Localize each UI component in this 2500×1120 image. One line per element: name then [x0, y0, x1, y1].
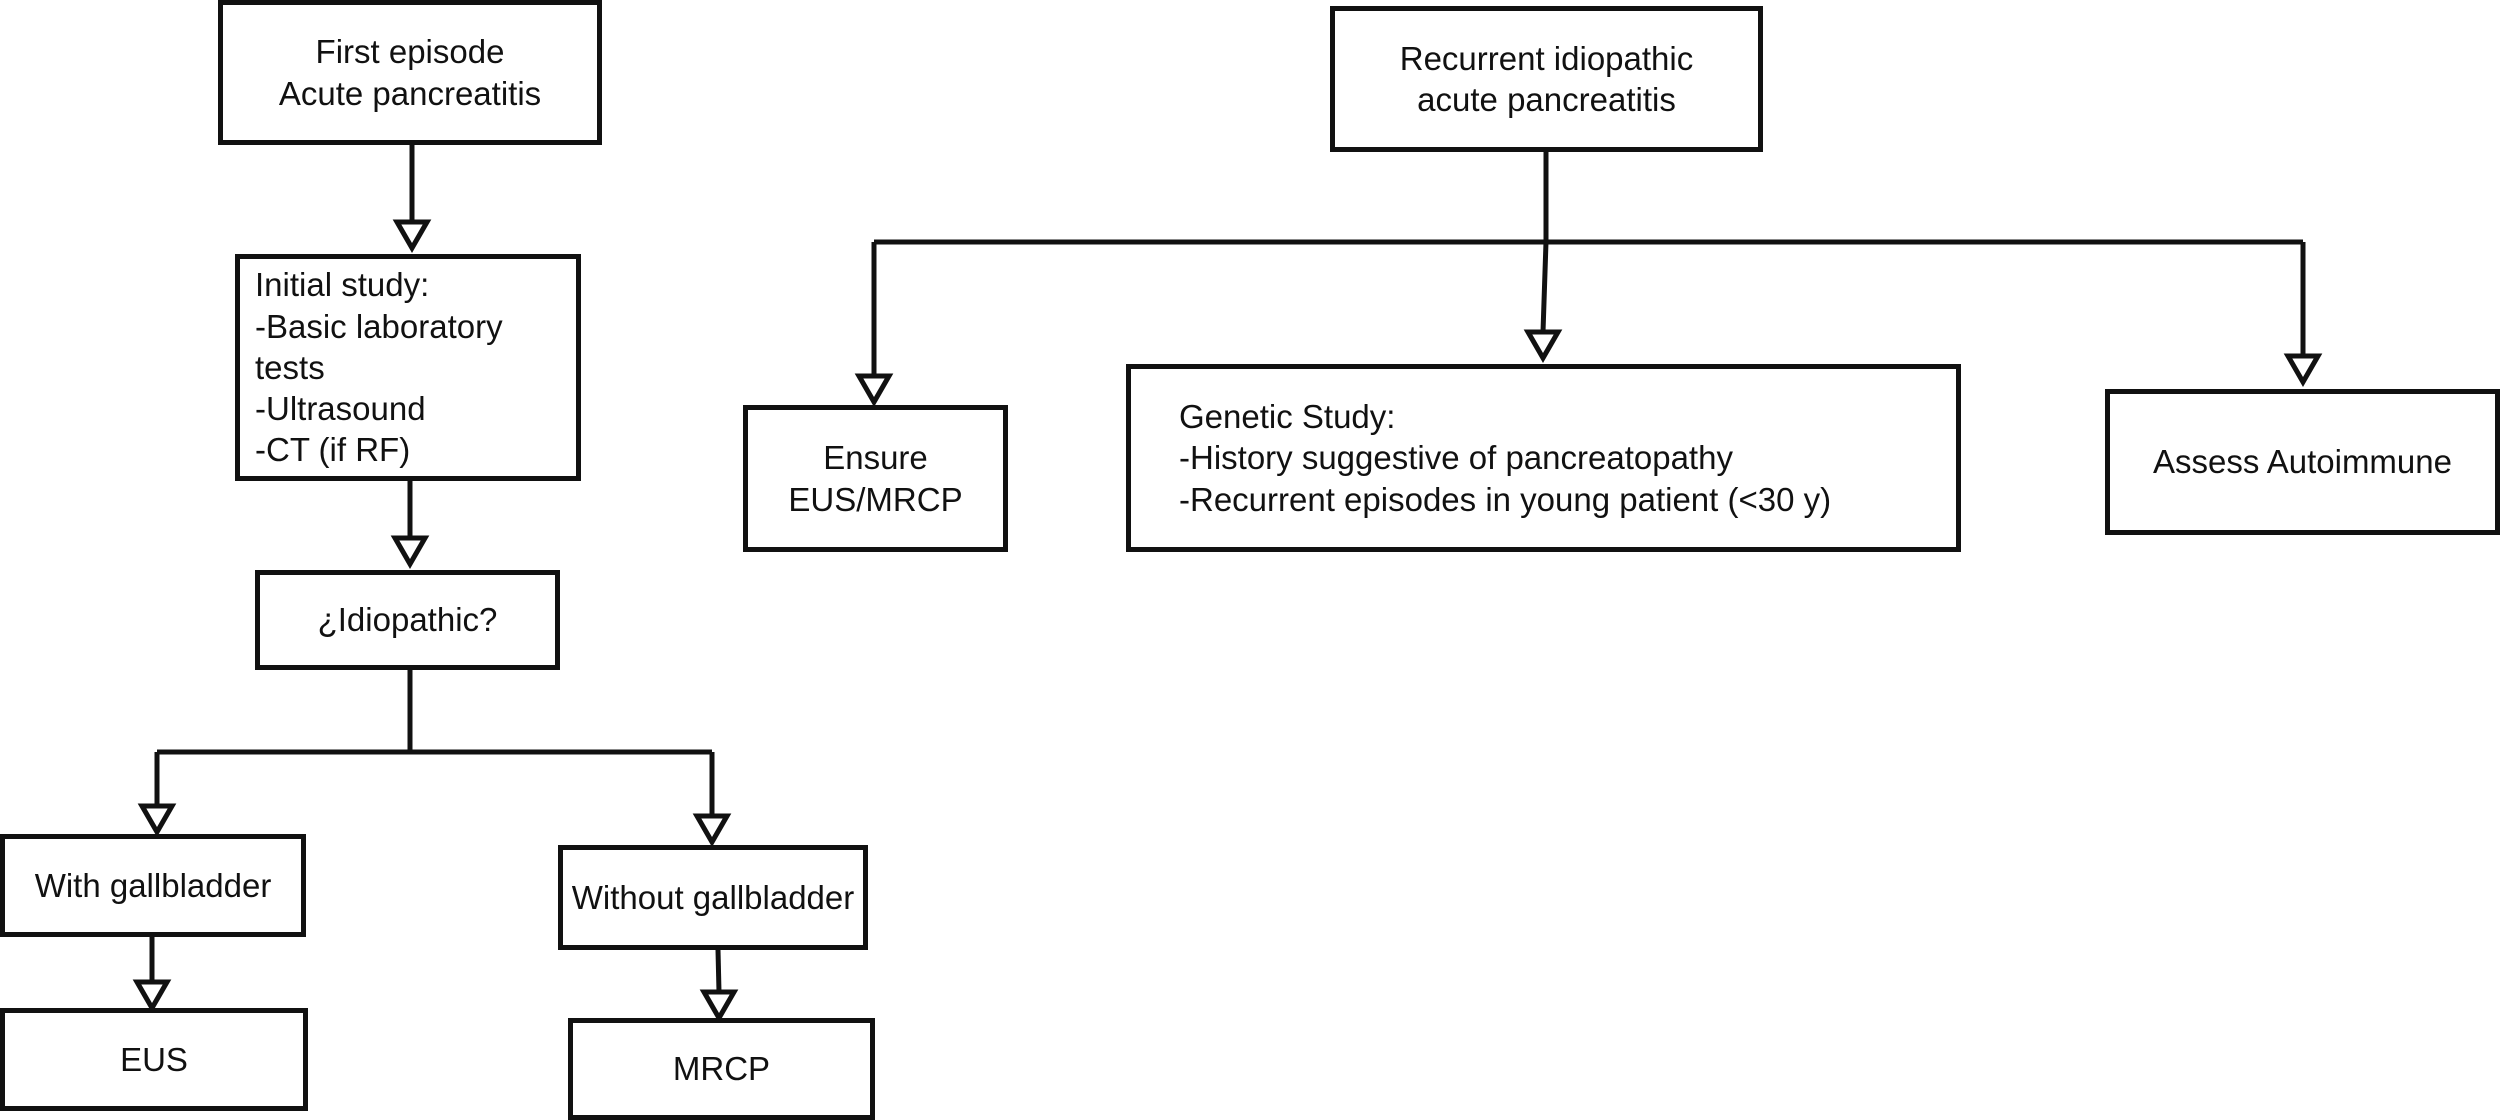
genetic-study-item-history: -History suggestive of pancreatopathy: [1179, 439, 1733, 477]
arrowhead-to-idiopathic: [390, 535, 430, 570]
arrowhead-to-ensure: [854, 373, 894, 408]
first-episode-box: First episode Acute pancreatitis: [218, 0, 602, 145]
idiopathic-decision-label: ¿Idiopathic?: [317, 601, 498, 639]
ensure-eus-mrcp-box: Ensure EUS/MRCP: [743, 405, 1008, 552]
connector-without-to-mrcp: [715, 949, 722, 993]
genetic-study-heading: Genetic Study:: [1179, 398, 1396, 436]
mrcp-box: MRCP: [568, 1018, 875, 1120]
arrowhead-to-initial-study: [392, 219, 432, 254]
ensure-line-1: Ensure: [823, 439, 928, 477]
assess-autoimmune-label: Assess Autoimmune: [2153, 443, 2452, 481]
without-gallbladder-box: Without gallbladder: [558, 845, 868, 950]
connector-idiopathic-split: [154, 670, 715, 816]
genetic-study-box: Genetic Study: -History suggestive of pa…: [1126, 364, 1961, 552]
first-episode-line-2: Acute pancreatitis: [278, 74, 542, 112]
without-gallbladder-label: Without gallbladder: [571, 878, 855, 916]
initial-study-item-lab-tests: -Basic laboratory tests: [255, 307, 503, 386]
with-gallbladder-label: With gallbladder: [34, 866, 272, 904]
initial-study-heading: Initial study:: [255, 266, 430, 304]
arrowhead-to-with-gallbladder: [137, 803, 177, 838]
idiopathic-decision-box: ¿Idiopathic?: [255, 570, 560, 670]
eus-box: EUS: [0, 1008, 308, 1111]
eus-label: EUS: [120, 1040, 188, 1078]
connector-recurrent-split: [871, 152, 2306, 376]
arrowhead-to-genetic-study: [1523, 329, 1563, 364]
arrowhead-to-without-gallbladder: [692, 813, 732, 848]
ensure-line-2: EUS/MRCP: [788, 480, 963, 518]
initial-study-item-ultrasound: -Ultrasound: [255, 390, 426, 428]
recurrent-idiopathic-box: Recurrent idiopathic acute pancreatitis: [1330, 6, 1763, 152]
arrowhead-to-mrcp: [699, 989, 739, 1024]
initial-study-box: Initial study: -Basic laboratory tests -…: [235, 254, 581, 481]
genetic-study-item-young-patient: -Recurrent episodes in young patient (<3…: [1179, 480, 1832, 518]
recurrent-idiopathic-line-1: Recurrent idiopathic: [1399, 39, 1694, 77]
arrowhead-to-autoimmune: [2283, 353, 2323, 388]
with-gallbladder-box: With gallbladder: [0, 834, 306, 937]
first-episode-line-1: First episode: [315, 33, 505, 71]
initial-study-item-ct: -CT (if RF): [255, 431, 411, 469]
assess-autoimmune-box: Assess Autoimmune: [2105, 389, 2500, 535]
mrcp-label: MRCP: [672, 1050, 771, 1088]
recurrent-idiopathic-line-2: acute pancreatitis: [1417, 81, 1676, 118]
arrowhead-to-eus: [132, 979, 172, 1014]
